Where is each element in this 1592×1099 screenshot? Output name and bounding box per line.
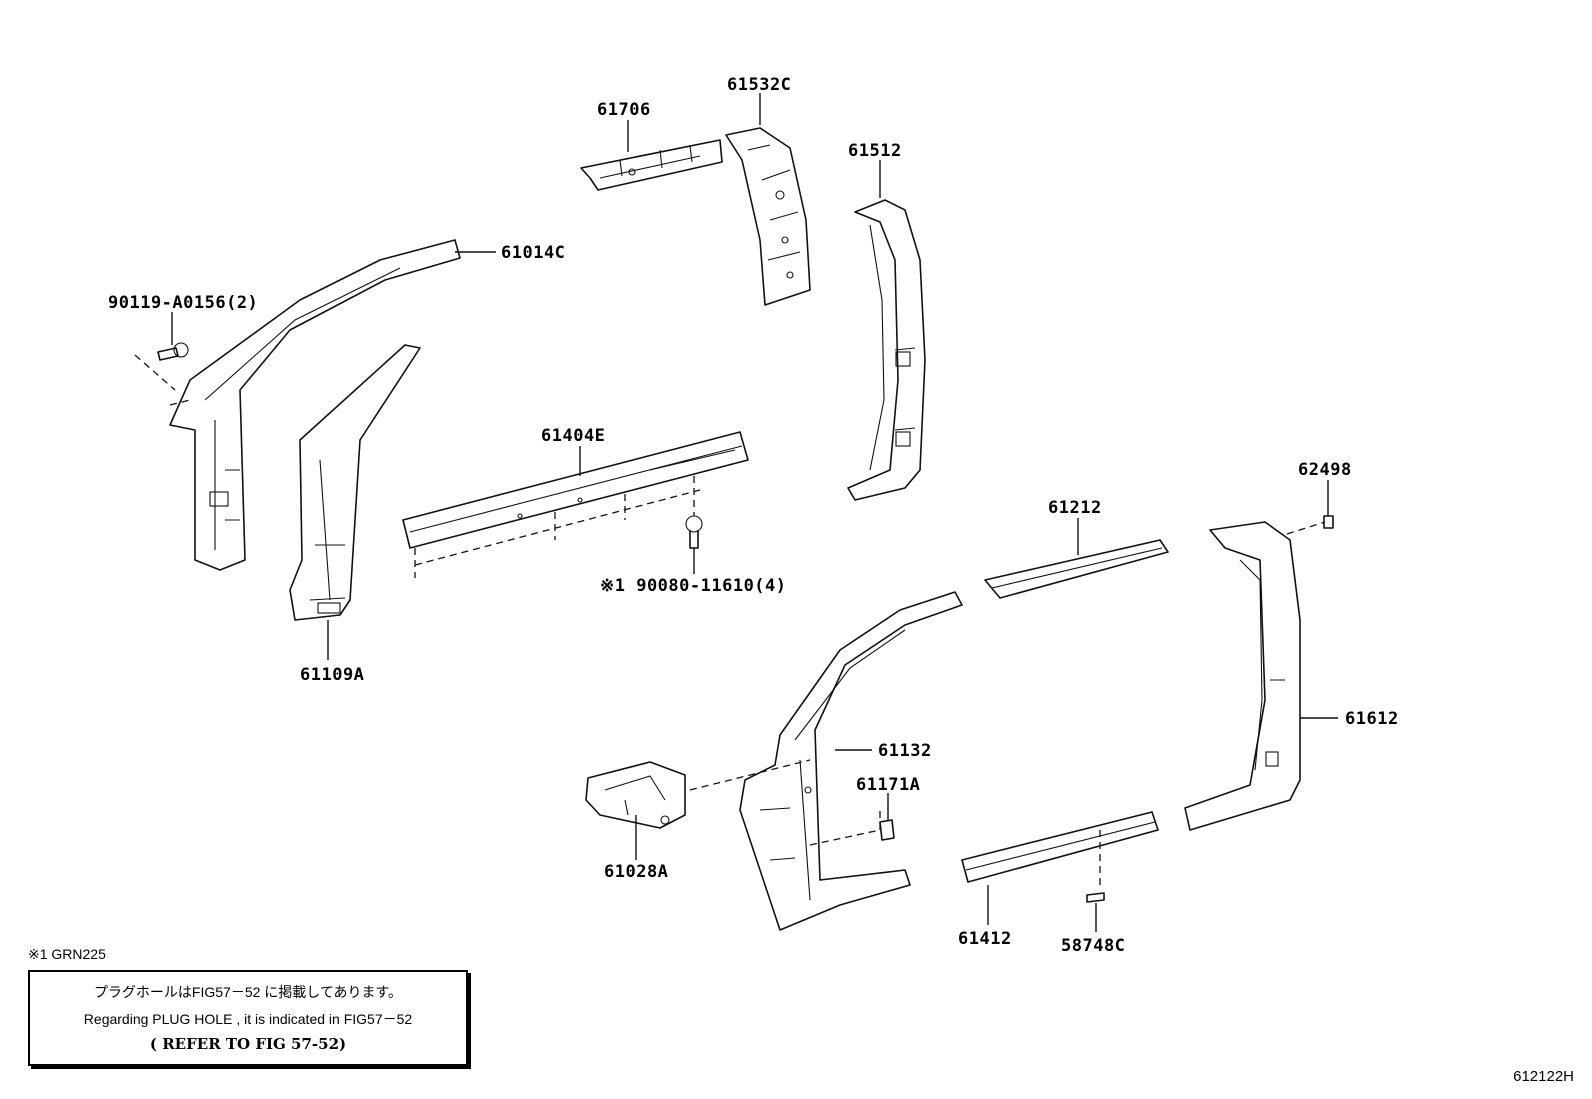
label-90080-11610[interactable]: ※1 90080-11610(4) <box>600 576 787 596</box>
label-58748C[interactable]: 58748C <box>1061 936 1126 956</box>
part-61028A-shape <box>585 761 686 829</box>
part-61412-shape <box>961 811 1159 883</box>
label-61171A[interactable]: 61171A <box>856 775 921 795</box>
part-61532C-shape <box>725 127 811 306</box>
part-61132-shape <box>739 591 963 931</box>
label-62498[interactable]: 62498 <box>1298 460 1352 480</box>
label-61028A[interactable]: 61028A <box>604 862 669 882</box>
part-90080-bolt-shape <box>685 515 703 549</box>
label-90119-A0156[interactable]: 90119-A0156(2) <box>108 293 259 313</box>
label-61532C[interactable]: 61532C <box>727 75 792 95</box>
footnote-grn225: ※1 GRN225 <box>28 946 106 962</box>
label-61706[interactable]: 61706 <box>597 100 651 120</box>
plug-hole-note-box: プラグホールはFIG57－52 に掲載してあります。 Regarding PLU… <box>28 970 468 1066</box>
part-61706-shape <box>580 139 723 191</box>
note-line-japanese: プラグホールはFIG57－52 に掲載してあります。 <box>93 984 403 1000</box>
label-61404E[interactable]: 61404E <box>541 426 606 446</box>
label-61612[interactable]: 61612 <box>1345 709 1399 729</box>
part-90119-bolt-shape <box>157 342 189 361</box>
part-61014C-shape <box>169 239 461 571</box>
label-61212[interactable]: 61212 <box>1048 498 1102 518</box>
label-61132[interactable]: 61132 <box>878 741 932 761</box>
label-61512[interactable]: 61512 <box>848 141 902 161</box>
part-61109A-shape <box>289 344 421 621</box>
label-61109A[interactable]: 61109A <box>300 665 365 685</box>
part-61212-shape <box>984 539 1169 599</box>
note-line-english: Regarding PLUG HOLE , it is indicated in… <box>83 1011 413 1027</box>
leader-lines <box>171 93 1338 932</box>
part-58748C-shape <box>1086 892 1105 903</box>
part-61612-shape <box>1184 521 1301 831</box>
label-61014C[interactable]: 61014C <box>501 243 566 263</box>
part-61404E-shape <box>402 431 749 549</box>
part-61512-shape <box>847 199 926 501</box>
part-62498-shape <box>1323 515 1334 529</box>
label-61412[interactable]: 61412 <box>958 929 1012 949</box>
part-61171A-shape <box>879 819 895 841</box>
figure-id: 612122H <box>1513 1068 1574 1085</box>
note-refer-fig: ( REFER TO FIG 57-52) <box>149 1035 347 1053</box>
